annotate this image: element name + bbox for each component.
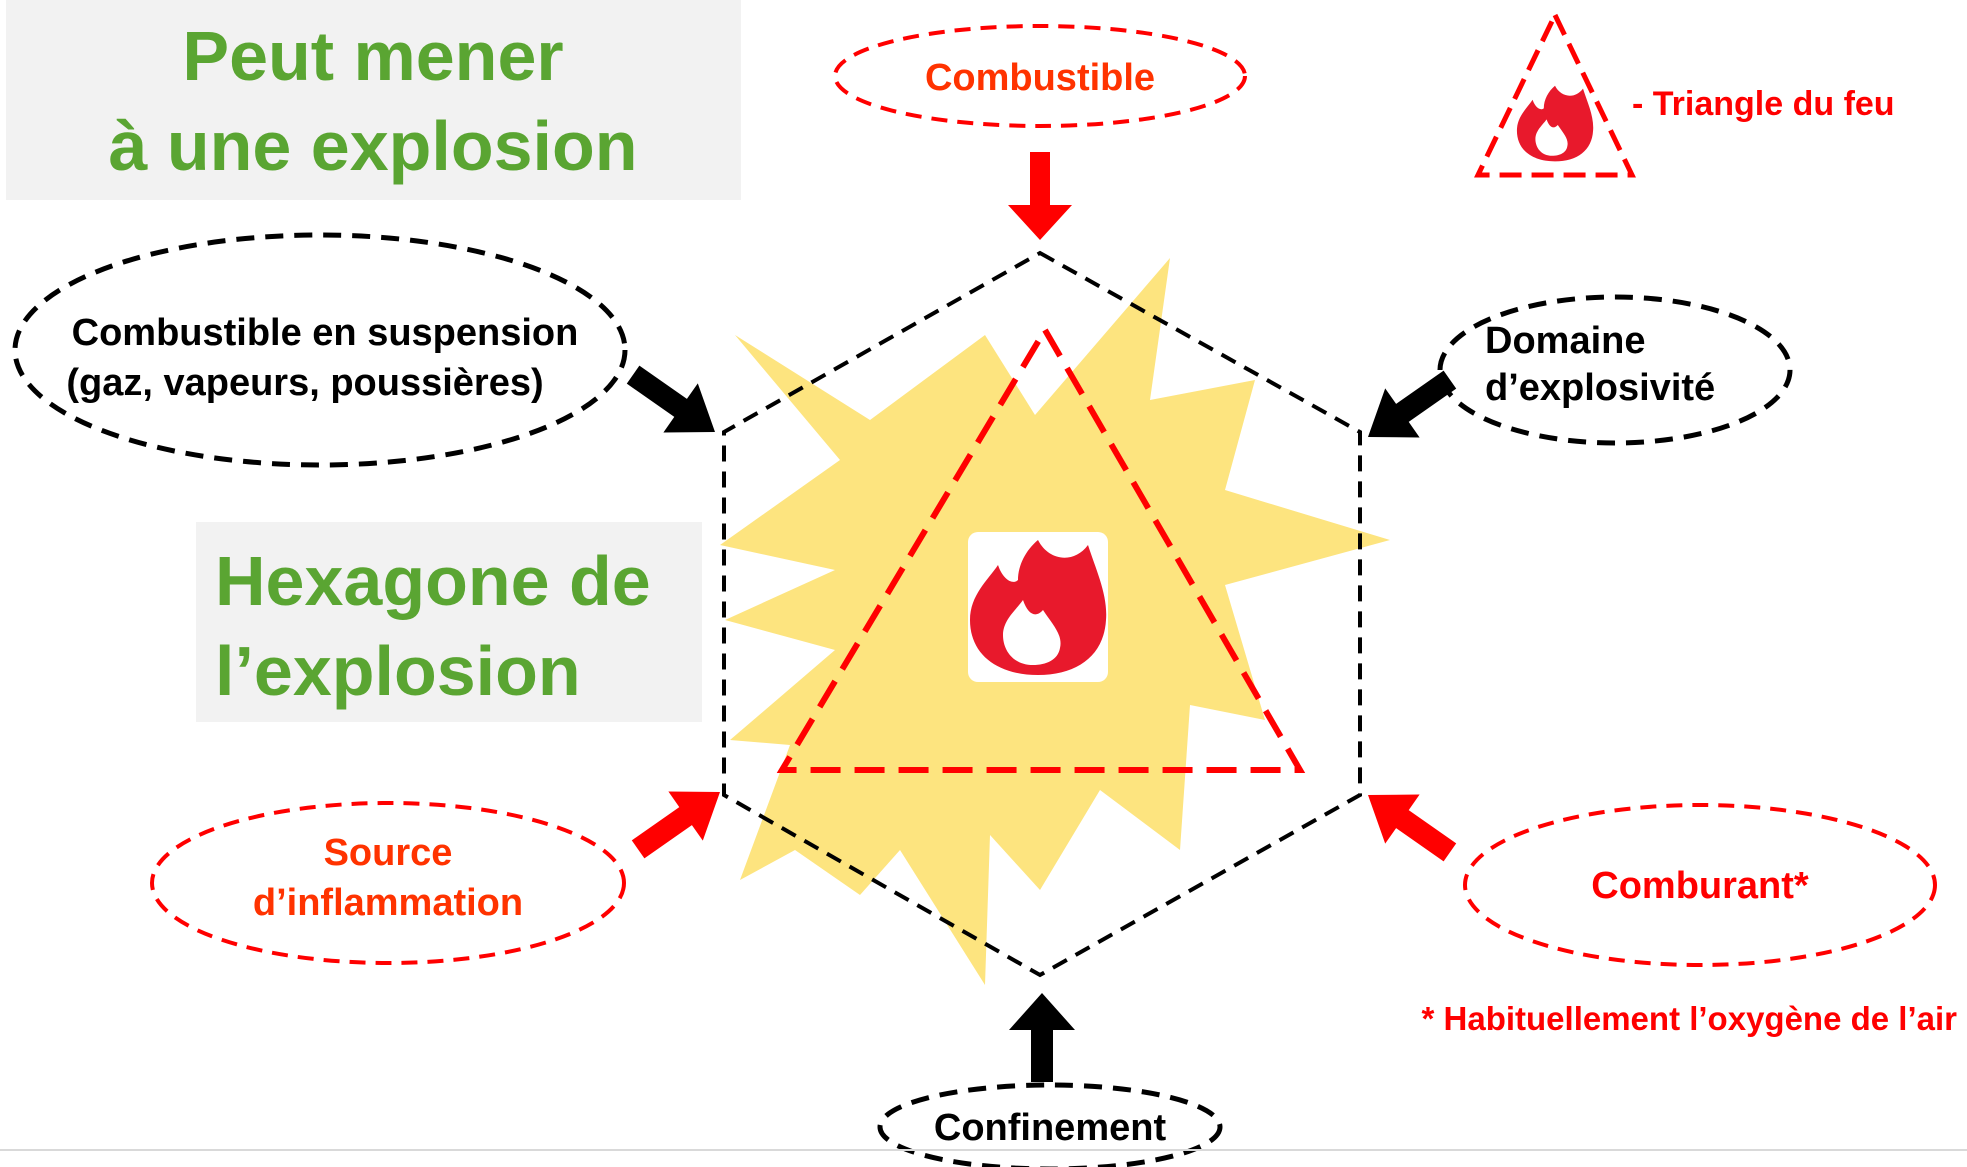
combustible-label: Combustible [925, 57, 1155, 99]
arrow-icon [1368, 794, 1457, 862]
hexagone-title-line-1: Hexagone de [215, 542, 651, 620]
hexagone-box [196, 522, 702, 722]
comburant-ellipse [1463, 803, 1937, 967]
source-label-line-2: d’inflammation [253, 882, 523, 924]
fire-icon [1516, 85, 1594, 162]
arrow-icon [626, 365, 715, 433]
title-line-2: à une explosion [109, 107, 638, 185]
arrow-icon [1009, 993, 1075, 1082]
footnote: * Habituellement l’oxygène de l’air [1422, 1000, 1958, 1037]
fire-triangle [776, 324, 1306, 773]
source-label-line-1: Source [324, 832, 453, 874]
legend-label: - Triangle du feu [1632, 85, 1895, 123]
confinement-label: Confinement [934, 1107, 1167, 1149]
suspension-label-line-1: Combustible en suspension [72, 312, 579, 354]
comburant-label: Comburant* [1591, 865, 1809, 907]
explosion-hexagon [722, 250, 1362, 978]
suspension-label-line-2: (gaz, vapeurs, poussières) [66, 362, 543, 404]
legend-triangle [1474, 9, 1636, 178]
domaine-ellipse [1437, 294, 1793, 446]
suspension-ellipse [12, 232, 628, 468]
source-ellipse [150, 801, 626, 965]
confinement-ellipse [877, 1082, 1223, 1167]
domaine-label-line-1: Domaine [1485, 320, 1645, 362]
arrow-icon [1368, 370, 1457, 438]
hexagone-title-line-2: l’explosion [215, 632, 581, 710]
domaine-label-line-2: d’explosivité [1485, 367, 1715, 409]
title-box [6, 0, 741, 200]
combustible-ellipse [833, 24, 1247, 128]
arrow-icon [631, 791, 720, 859]
fire-icon [968, 532, 1108, 682]
title-line-1: Peut mener [182, 17, 563, 95]
arrow-icon [1008, 152, 1072, 240]
